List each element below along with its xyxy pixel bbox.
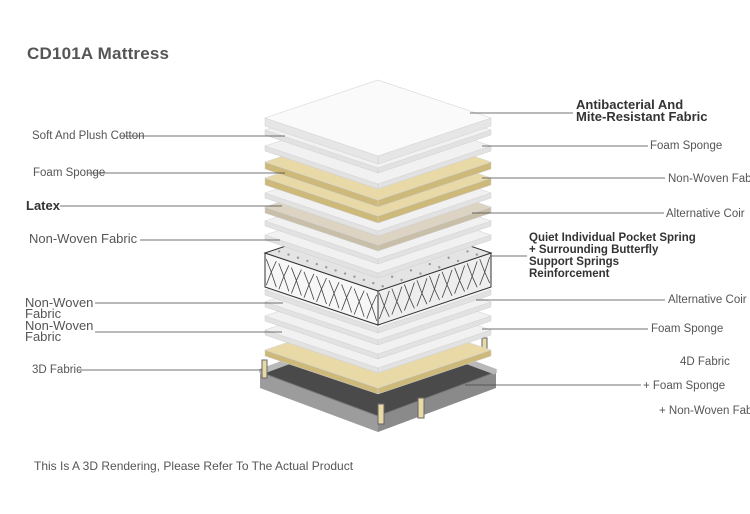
base-corner-post-front-left	[377, 403, 385, 425]
spring-top-dot	[456, 259, 460, 263]
spring-coil	[353, 288, 365, 317]
spring-coil	[416, 278, 428, 307]
spring-top-dot	[466, 250, 469, 253]
spring-top-dot	[447, 256, 450, 259]
spring-coil	[341, 284, 352, 313]
spring-top-dot	[475, 253, 479, 256]
spring-coil	[454, 265, 465, 294]
label-soft-plush-cotton: Soft And Plush Cotton	[32, 130, 145, 142]
label-non-woven-fabric-right: Non-Woven Fabric	[668, 173, 750, 185]
spring-top-dot	[306, 259, 309, 263]
label-non-woven-fabric-1: Non-Woven Fabric	[29, 231, 138, 246]
spring-coil	[479, 256, 491, 286]
spring-coil	[378, 290, 390, 320]
label-alternative-coir-1: Alternative Coir	[666, 208, 745, 220]
label-non-woven-fabric-2: Non-Woven Fabric	[25, 295, 94, 321]
spring-top-dot	[409, 269, 413, 272]
label-plus-non-woven-fabric: + Non-Woven Fabric	[659, 405, 750, 417]
spring-coil	[303, 271, 315, 300]
spring-top-dot	[438, 266, 441, 269]
label-4d-fabric: 4D Fabric	[680, 356, 730, 368]
spring-top-dot	[343, 272, 347, 275]
spring-top-dot	[381, 285, 384, 288]
spring-top-dot	[362, 278, 366, 282]
spring-top-dot	[353, 275, 356, 278]
layer-top-fabric-top	[264, 79, 492, 157]
label-alternative-coir-2: Alternative Coir	[668, 294, 747, 306]
spring-coil	[291, 267, 302, 296]
spring-coil	[278, 263, 290, 292]
spring-coil	[466, 261, 478, 290]
spring-coil	[441, 269, 453, 298]
base-corner-post-left	[261, 359, 268, 379]
spring-top-dot	[296, 256, 300, 259]
spring-top-dot	[277, 250, 281, 253]
label-plus-foam-sponge: + Foam Sponge	[643, 380, 726, 392]
spring-top-dot	[419, 272, 422, 275]
spring-top-dot	[400, 278, 403, 282]
label-3d-fabric: 3D Fabric	[32, 364, 82, 376]
label-antibacterial-fabric: Antibacterial And Mite-Resistant Fabric	[576, 97, 708, 124]
label-non-woven-fabric-3: Non-Woven Fabric	[25, 318, 94, 344]
spring-coil	[391, 286, 403, 315]
label-foam-sponge-left: Foam Sponge	[33, 167, 106, 179]
spring-coil	[265, 258, 277, 288]
label-pocket-spring: Quiet Individual Pocket Spring + Surroun…	[529, 232, 696, 280]
label-latex: Latex	[26, 198, 60, 213]
spring-coil	[429, 273, 440, 303]
page-title: CD101A Mattress	[27, 44, 170, 63]
spring-coil	[404, 282, 415, 311]
base-frame-left	[260, 372, 378, 432]
spring-top-dot	[390, 275, 394, 278]
spring-top-dot	[334, 269, 337, 272]
spring-coil	[316, 275, 327, 305]
spring-coil	[328, 280, 340, 309]
base-frame-right	[378, 372, 496, 432]
spring-top-dot	[315, 262, 318, 266]
label-foam-sponge-right-2: Foam Sponge	[651, 323, 724, 335]
spring-top-dot	[325, 266, 328, 269]
base-corner-post-front-right	[417, 397, 425, 419]
label-foam-sponge-right-1: Foam Sponge	[650, 140, 723, 152]
spring-top-dot	[428, 262, 431, 266]
rendering-disclaimer: This Is A 3D Rendering, Please Refer To …	[34, 459, 354, 473]
spring-coil	[366, 292, 378, 322]
spring-top-dot	[287, 253, 290, 256]
spring-top-dot	[372, 281, 375, 285]
